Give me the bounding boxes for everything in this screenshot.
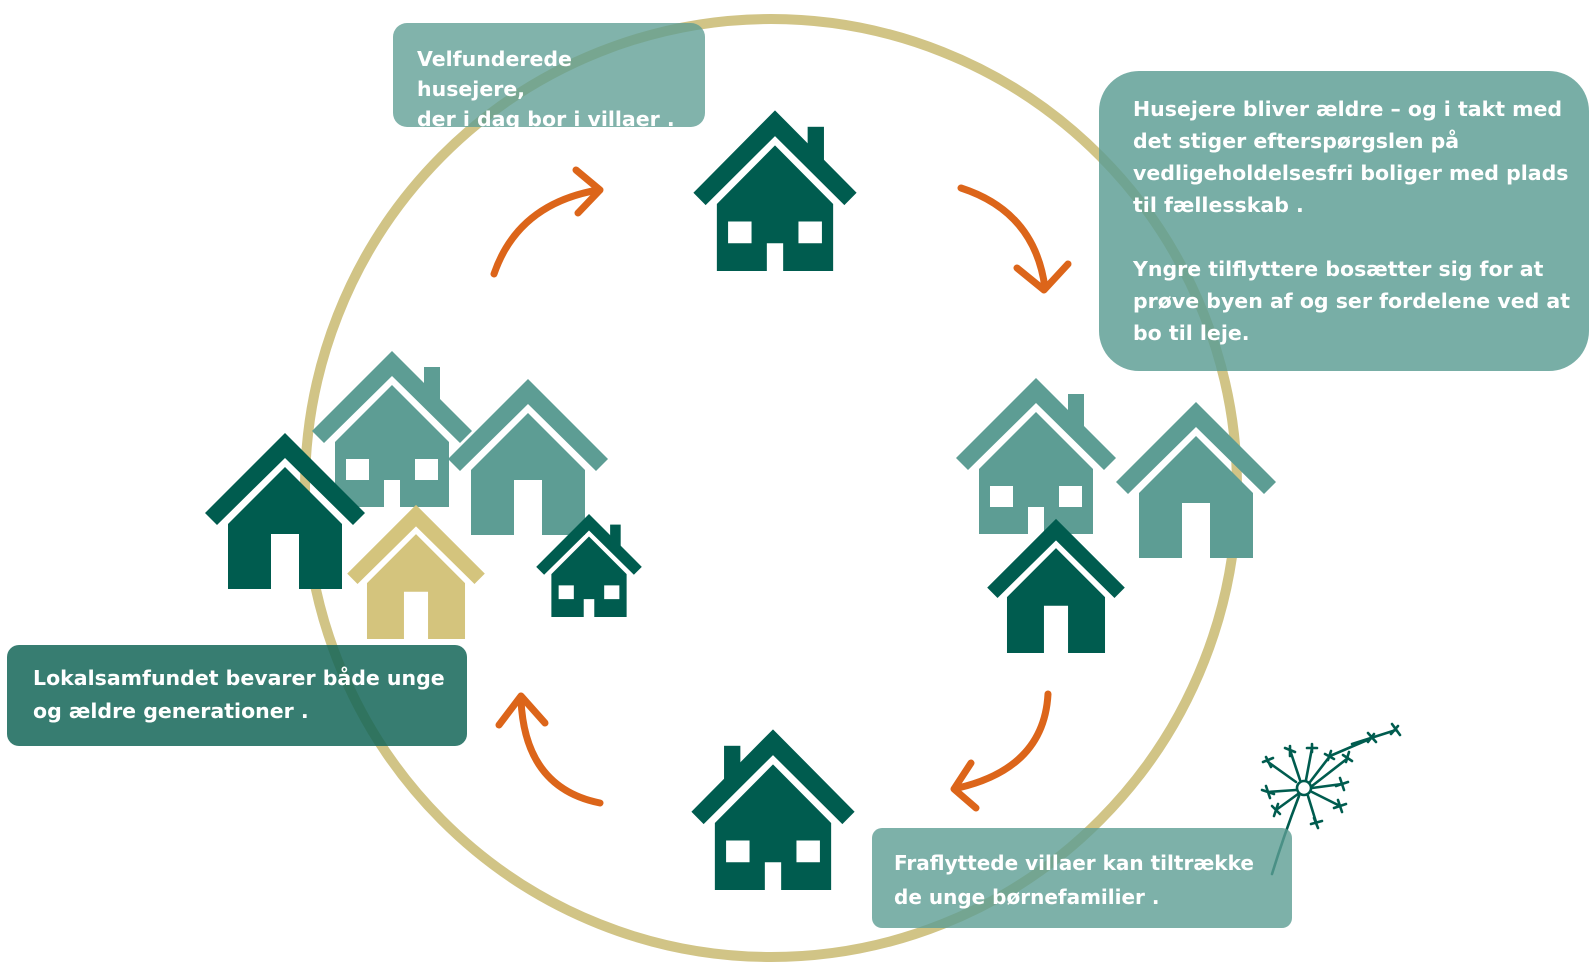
label-box-top-left: Velfunderede husejere, der i dag bor i v…	[393, 23, 705, 131]
label-line: bo til leje.	[1133, 321, 1250, 345]
paragraph-gap	[1133, 221, 1579, 253]
cycle-arrows	[490, 166, 1072, 812]
house-icon	[691, 729, 855, 890]
label-line: det stiger efterspørgslen på	[1133, 129, 1460, 153]
house-icon	[347, 504, 485, 639]
house-icon	[693, 110, 857, 271]
label-line: og ældre generationer .	[33, 699, 309, 723]
house-icon	[312, 351, 472, 507]
label-line: til fællesskab .	[1133, 193, 1304, 217]
label-line: Fraflyttede villaer kan tiltrække	[894, 851, 1254, 875]
arrow-icon	[950, 690, 1052, 812]
label-line: Lokalsamfundet bevarer både unge	[33, 666, 445, 690]
label-line: Husejere bliver ældre – og i takt med	[1133, 97, 1563, 121]
arrow-icon	[490, 166, 604, 278]
arrow-icon	[495, 692, 604, 807]
label-line: der i dag bor i villaer .	[417, 107, 675, 131]
label-line: Yngre tilflyttere bosætter sig for at	[1133, 257, 1544, 281]
label-box-bottom-left: Lokalsamfundet bevarer både unge og ældr…	[7, 645, 467, 746]
label-line: de unge børnefamilier .	[894, 885, 1160, 909]
house-icon	[987, 518, 1125, 653]
label-box-bottom-right: Fraflyttede villaer kan tiltrække de ung…	[872, 828, 1292, 928]
house-icon	[448, 379, 608, 535]
arrow-icon	[957, 184, 1072, 294]
house-icon	[1116, 402, 1276, 558]
label-line: Velfunderede husejere,	[417, 47, 572, 101]
label-box-top-right: Husejere bliver ældre – og i takt med de…	[1099, 71, 1589, 371]
label-line: vedligeholdelsesfri boliger med plads	[1133, 161, 1569, 185]
label-line: prøve byen af og ser fordelene ved at	[1133, 289, 1571, 313]
dandelion-icon	[1260, 722, 1402, 876]
house-icon	[956, 378, 1116, 534]
